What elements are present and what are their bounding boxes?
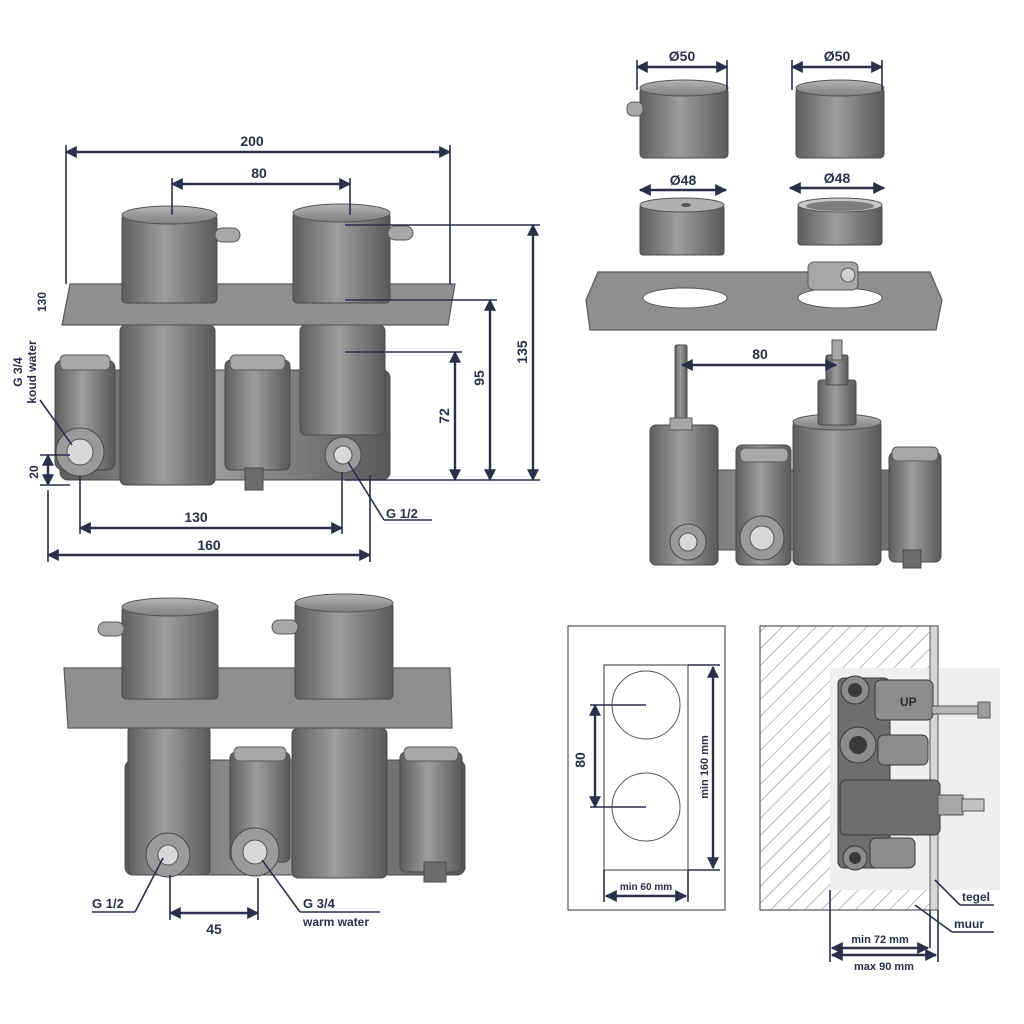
- dim-width: 200: [240, 133, 264, 149]
- cap-left: [626, 79, 729, 159]
- sleeve-left-diameter: Ø48: [670, 172, 697, 188]
- sleeve-right-diameter: Ø48: [824, 170, 851, 186]
- dim-port-spacing: 45: [206, 921, 222, 937]
- front-view: 200 80 130 135 95 72 20 130 160 G 3/4 ko…: [11, 133, 540, 562]
- knob-left-front: [121, 205, 241, 304]
- label-warm-text: warm water: [302, 915, 369, 929]
- wall-install-diagram: UP tegel muur min 72 mm max 90 mm: [759, 625, 1000, 973]
- dim-inlet-height: 20: [27, 465, 41, 479]
- cast-text: UP: [900, 695, 917, 709]
- exploded-view: Ø50 Ø50 Ø48 Ø48: [585, 48, 943, 569]
- dim-total-depth: 135: [514, 340, 530, 364]
- cap-left-diameter: Ø50: [669, 48, 696, 64]
- label-wall: muur: [954, 917, 984, 931]
- dim-spindle-spacing: 80: [251, 165, 267, 181]
- label-tile: tegel: [962, 890, 990, 904]
- valve-body-exploded: [649, 339, 942, 569]
- dim-plate-height: 130: [35, 292, 49, 312]
- dim-body-width: 160: [197, 537, 221, 553]
- dim-hole-spacing: 80: [572, 752, 588, 768]
- dim-body-depth: 72: [436, 408, 452, 424]
- sleeve-right: [797, 197, 883, 246]
- knob-right-rear: [271, 593, 394, 700]
- dim-min-depth: min 72 mm: [851, 934, 909, 946]
- label-cold-size: G 3/4: [11, 357, 25, 387]
- label-warm-size: G 3/4: [303, 896, 336, 911]
- dim-inlet-spacing: 130: [184, 509, 208, 525]
- cast-valve-body: UP: [837, 675, 991, 871]
- knob-left-rear: [97, 597, 219, 700]
- cover-plate-exploded: [585, 261, 943, 331]
- sleeve-left: [639, 197, 725, 256]
- knob-right-front: [292, 203, 414, 304]
- label-port-right: G 1/2: [386, 506, 418, 521]
- cap-right-diameter: Ø50: [824, 48, 851, 64]
- dim-plate-depth: 95: [471, 370, 487, 386]
- valve-body-front: [54, 324, 391, 491]
- rear-view: G 1/2 45 G 3/4 warm water: [63, 593, 466, 937]
- cap-right: [795, 79, 885, 159]
- valve-body-rear: [124, 724, 466, 883]
- dim-max-depth: max 90 mm: [854, 961, 914, 973]
- label-cold-text: koud water: [25, 340, 39, 404]
- exploded-spindle-spacing: 80: [752, 346, 768, 362]
- dim-min-width: min 60 mm: [620, 882, 672, 893]
- cover-plate-front: [61, 283, 456, 326]
- plate-cutout-diagram: 80 min 160 mm min 60 mm: [567, 625, 726, 911]
- dim-min-height: min 160 mm: [699, 735, 711, 799]
- label-port-left-rear: G 1/2: [92, 896, 124, 911]
